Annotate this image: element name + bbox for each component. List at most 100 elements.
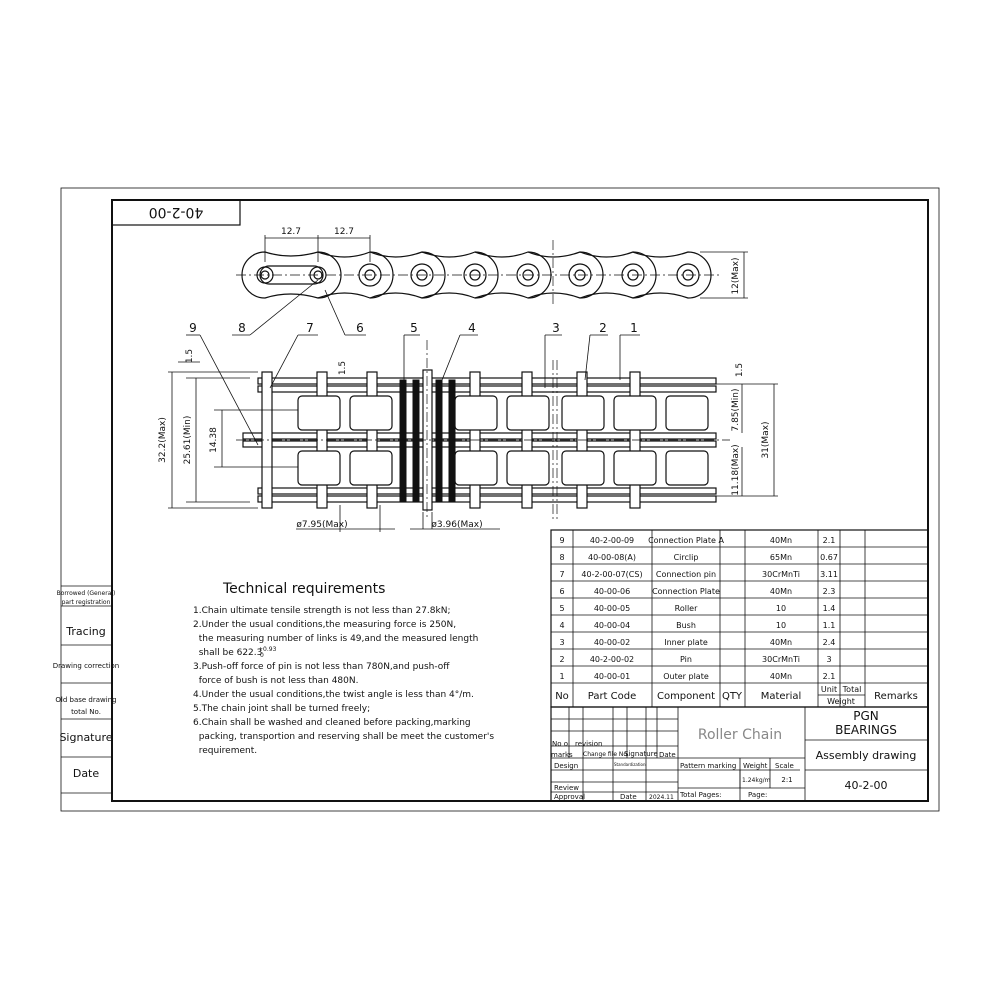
tech-line-9: 6.Chain shall be washed and cleaned befo… [193,718,471,728]
bom-wt-7: 3.11 [820,570,838,579]
bom-no-1: 1 [559,672,564,681]
dim-15-left: 1.5 [185,349,195,363]
tb-company-2: BEARINGS [835,723,897,737]
bom-comp-4: Bush [676,621,696,630]
dim-785: 7.85(Min) [731,388,741,431]
bom-comp-9: Connection Plate A [648,536,724,545]
bom-mat-2: 30CrMnTi [762,655,800,664]
drawing-frame [111,199,929,802]
label-tracing: Tracing [65,625,105,638]
tech-line-11: requirement. [193,746,257,756]
bom-no-4: 4 [559,621,564,630]
tb-page: Page: [748,791,767,799]
tb-design: Design [554,762,578,770]
tb-total-pages: Total Pages: [679,791,722,799]
bom-wt-9: 2.1 [823,536,836,545]
bom-table: 9 40-2-00-09 Connection Plate A 40Mn 2.1… [550,529,929,708]
tech-line-6: force of bush is not less than 480N. [193,676,358,686]
bom-no-7: 7 [559,570,564,579]
bom-code-6: 40-00-06 [594,587,630,596]
dim-1118: 11.18(Max) [731,444,741,495]
tb-date: Date [659,751,676,759]
tb-review: Review [554,784,579,792]
dim-15-right: 1.5 [735,363,745,377]
bom-mat-5: 10 [776,604,786,613]
tech-line-1: 1.Chain ultimate tensile strength is not… [193,606,450,616]
bom-h-qty: QTY [722,691,743,702]
tb-standardization: Standardization [614,762,646,767]
tb-revision: revision [575,740,602,748]
bom-comp-6: Connection Plate [652,587,720,596]
bom-wt-4: 1.1 [823,621,836,630]
bom-mat-9: 40Mn [770,536,792,545]
balloon-9: 9 [189,321,197,335]
bom-no-5: 5 [559,604,564,613]
tb-drawing-no: 40-2-00 [845,779,888,792]
tech-line-7: 4.Under the usual conditions,the twist a… [193,690,474,700]
tb-marks: marks [551,751,573,759]
dim-15-mid: 1.5 [338,361,348,375]
tech-tolerance: +0.93 [258,646,277,653]
registration-strip: Borrowed (General) part registration Tra… [53,585,120,794]
bom-code-2: 40-2-00-02 [590,655,634,664]
bom-no-6: 6 [559,587,564,596]
balloon-3: 3 [552,321,560,335]
tech-line-2: 2.Under the usual conditions,the measuri… [193,620,456,630]
tb-scale: Scale [775,762,794,770]
tb-weight: Weight [743,762,768,770]
dim-2561: 25.61(Min) [183,416,193,465]
label-borrowed: Borrowed (General) [57,590,116,597]
label-date: Date [73,767,100,780]
bom-wt-8: 0.67 [820,553,838,562]
label-signature: Signature [59,731,112,744]
bom-wt-6: 2.3 [823,587,836,596]
bom-code-8: 40-00-08(A) [588,553,636,562]
bom-code-5: 40-00-05 [594,604,630,613]
dim-31: 31(Max) [761,421,771,458]
bom-h-no: No [555,691,569,702]
bom-h-total: Total [842,685,862,694]
bom-wt-1: 2.1 [823,672,836,681]
tb-pattern-marking: Pattern marking [680,762,736,770]
bom-h-remarks: Remarks [874,691,918,702]
balloon-8: 8 [238,321,246,335]
part-balloons: 9 8 7 6 5 4 3 2 1 [186,279,640,446]
balloon-1: 1 [630,321,638,335]
tb-no-of: No o [552,740,568,748]
bom-comp-2: Pin [680,655,692,664]
dim-322: 32.2(Max) [158,417,168,463]
tb-approval: Approval [554,793,585,801]
tb-product: Roller Chain [698,727,782,743]
bom-wt-5: 1.4 [823,604,836,613]
bom-h-material: Material [761,691,802,702]
bom-wt-3: 2.4 [823,638,836,647]
bom-mat-1: 40Mn [770,672,792,681]
bom-mat-8: 65Mn [770,553,792,562]
bom-code-3: 40-00-02 [594,638,630,647]
tech-line-3: the measuring number of links is 49,and … [193,634,478,644]
bom-comp-7: Connection pin [656,570,716,579]
tb-scale-val: 2:1 [781,776,792,784]
bom-mat-7: 30CrMnTi [762,570,800,579]
bom-h-weight: Weight [827,697,855,706]
bom-no-3: 3 [559,638,564,647]
bom-code-7: 40-2-00-07(CS) [581,570,642,579]
dim-height: 12(Max) [731,257,741,294]
dim-795: ø7.95(Max) [296,520,347,530]
bom-wt-2: 3 [826,655,831,664]
label-total-no: total No. [71,708,101,716]
bom-no-8: 8 [559,553,564,562]
tech-line-4: shall be 622.3 [193,648,262,658]
chain-side-view: 12.7 12.7 12(Max) [236,227,748,305]
tb-date2: Date [620,793,637,801]
balloon-5: 5 [410,321,418,335]
tech-line-10: packing, transportion and reserving shal… [193,732,494,742]
balloon-6: 6 [356,321,364,335]
label-old-base: Old base drawing [55,696,116,704]
label-drawing-correction: Drawing correction [53,662,120,670]
dim-pitch-b: 12.7 [334,227,354,237]
dim-pitch-a: 12.7 [281,227,301,237]
tb-drawing-type: Assembly drawing [816,749,917,762]
balloon-7: 7 [306,321,314,335]
